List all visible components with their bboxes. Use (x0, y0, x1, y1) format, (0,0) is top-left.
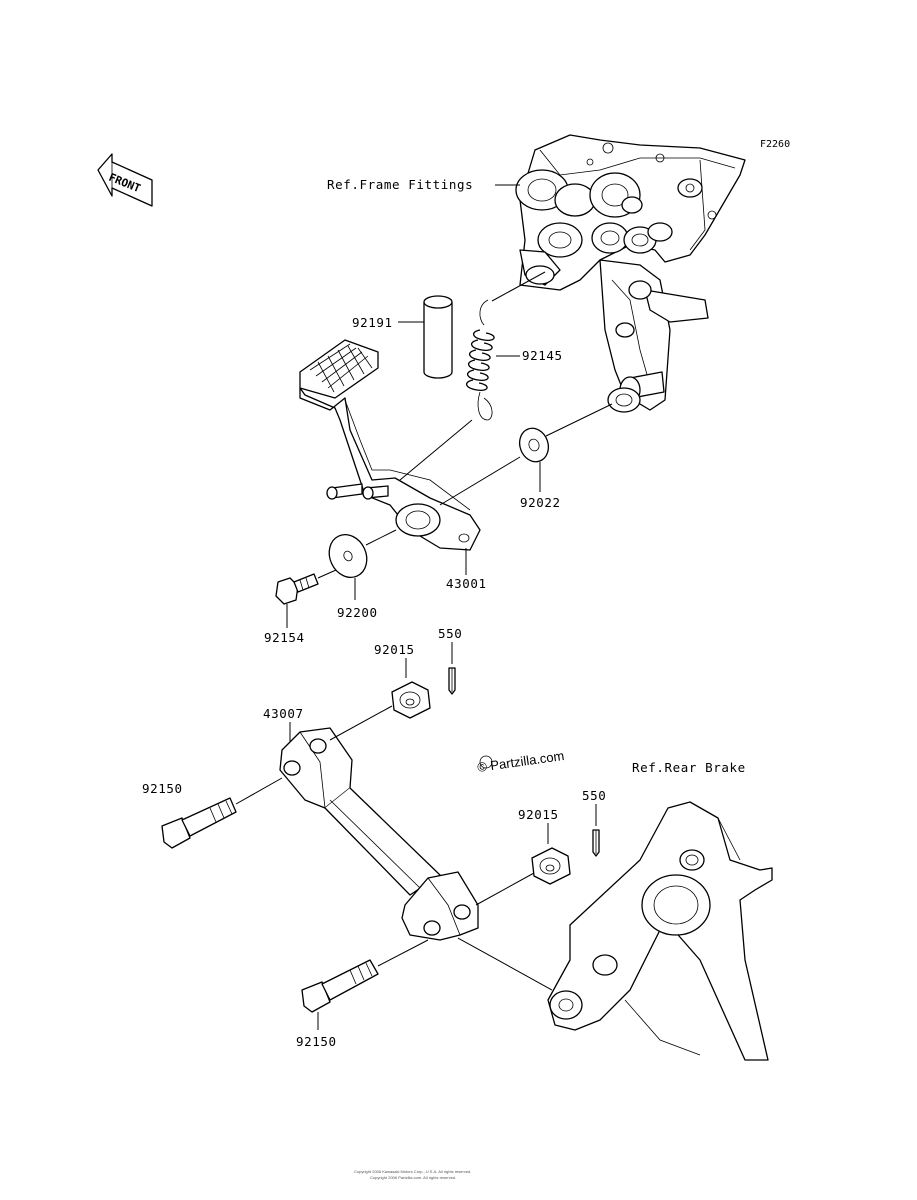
callout-550-top: 550 (438, 626, 462, 641)
cotter-pin-550-bottom (592, 829, 600, 857)
callout-92022: 92022 (520, 495, 561, 510)
bushing-92015-top (391, 681, 431, 719)
bolt-92154 (275, 573, 319, 605)
callout-43007: 43007 (263, 706, 304, 721)
rear-brake-arm-illustration (547, 801, 773, 1061)
callout-92015-top: 92015 (374, 642, 415, 657)
washer-92200 (328, 534, 368, 578)
callout-92191: 92191 (352, 315, 393, 330)
callout-92015-bottom: 92015 (518, 807, 559, 822)
bolt-92150-top (161, 797, 237, 849)
footer-copyright-line2: Copyright 2006 Partzilla.com. All rights… (370, 1175, 456, 1180)
brake-pedal-43001 (299, 339, 481, 551)
bolt-92150-bottom (301, 959, 379, 1013)
ref-frame-fittings-label: Ref.Frame Fittings (327, 177, 473, 192)
washer-92022 (518, 427, 550, 463)
callout-92154: 92154 (264, 630, 305, 645)
watermark-text: © Partzilla.com (476, 748, 565, 775)
callout-550-bottom: 550 (582, 788, 606, 803)
callout-43001: 43001 (446, 576, 487, 591)
brake-rod-43007 (279, 727, 479, 941)
figure-code: F2260 (760, 139, 790, 150)
frame-fittings-illustration (515, 134, 746, 413)
front-arrow-icon: FRONT (97, 153, 153, 207)
ref-rear-brake-label: Ref.Rear Brake (632, 760, 746, 775)
partzilla-watermark: © Partzilla.com (476, 748, 565, 775)
bushing-92015-bottom (531, 847, 571, 885)
callout-92145: 92145 (522, 348, 563, 363)
collar-92191 (423, 295, 453, 379)
spring-92145 (466, 299, 495, 421)
callout-92200: 92200 (337, 605, 378, 620)
callout-92150-bottom: 92150 (296, 1034, 337, 1049)
cotter-pin-550-top (448, 667, 456, 695)
footer-copyright-line1: Copyright 2006 Kawasaki Motors Corp., U.… (354, 1169, 471, 1174)
callout-92150-top: 92150 (142, 781, 183, 796)
